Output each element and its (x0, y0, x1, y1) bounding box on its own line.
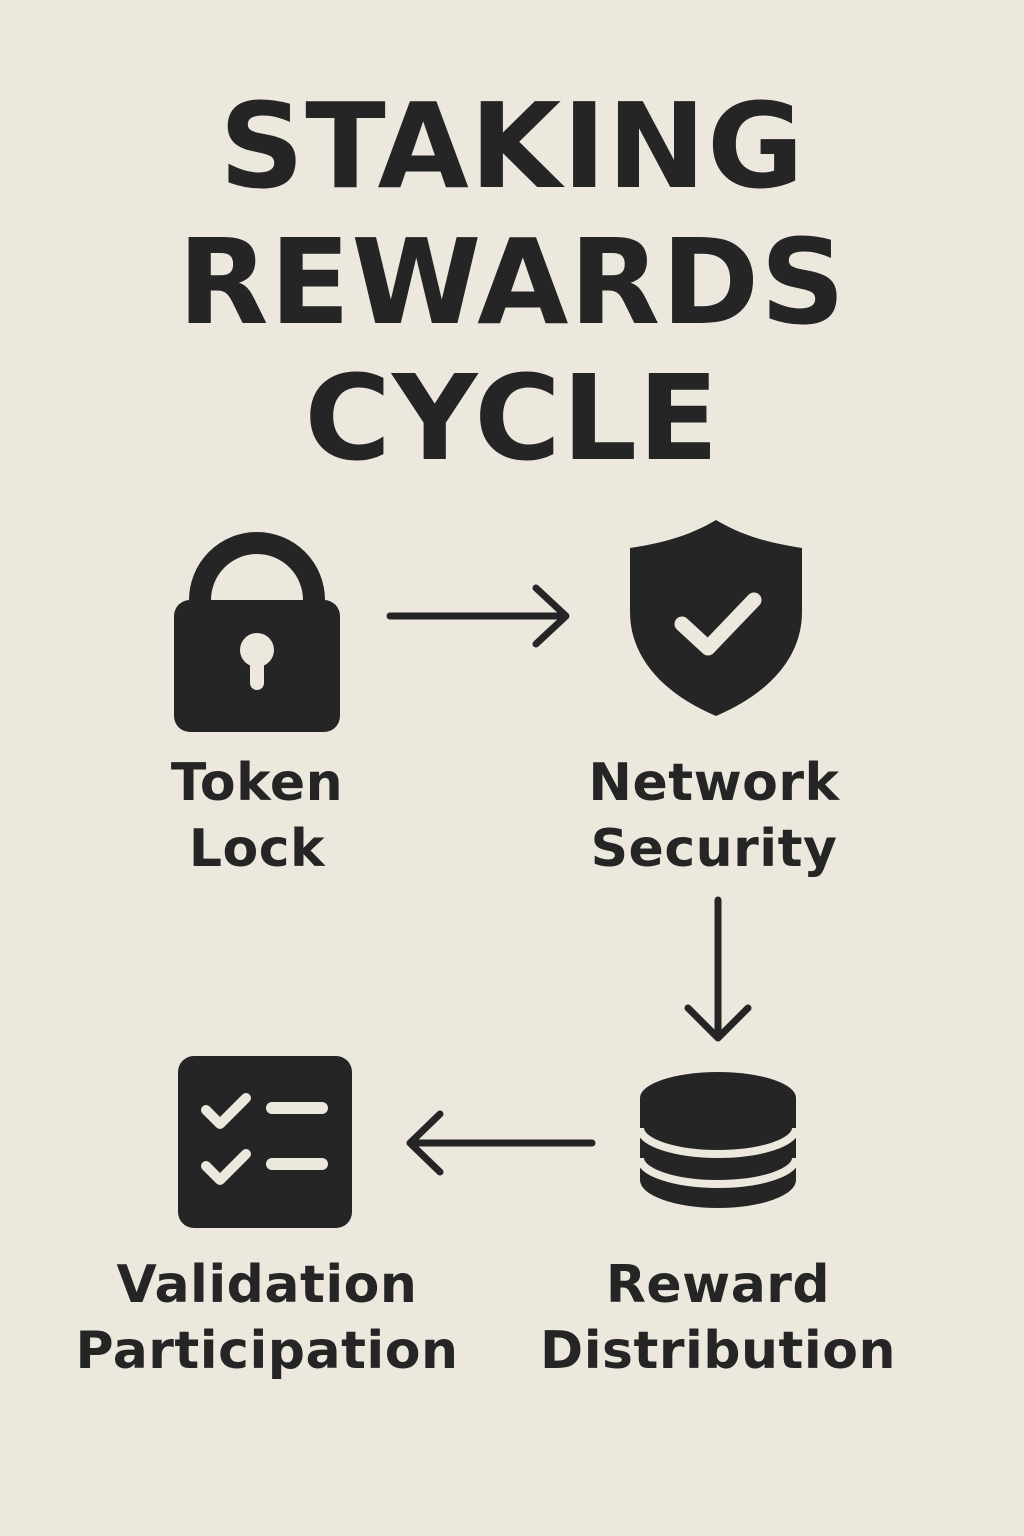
title-line-2: REWARDS (177, 213, 847, 351)
reward-distribution-label-line-2: Distribution (540, 1321, 896, 1381)
arrow-right-icon (386, 584, 570, 648)
token-lock-label-line-2: Lock (188, 819, 326, 879)
token-lock-label-line-1: Token (170, 753, 344, 813)
shield-check-icon (630, 520, 802, 716)
title-line-3: CYCLE (304, 349, 720, 487)
checklist-icon (178, 1056, 352, 1228)
reward-distribution-label-line-1: Reward (605, 1255, 831, 1315)
title-line-1: STAKING (219, 77, 805, 215)
coin-stack-icon (636, 1072, 800, 1208)
node-label-validation-participation: Validation Participation (62, 1252, 472, 1384)
node-label-reward-distribution: Reward Distribution (518, 1252, 918, 1384)
validation-participation-label-line-1: Validation (116, 1255, 418, 1315)
node-label-token-lock: Token Lock (107, 750, 407, 882)
network-security-label-line-2: Security (590, 819, 838, 879)
arrow-left-icon (406, 1110, 596, 1176)
arrow-down-icon (684, 896, 752, 1042)
validation-participation-label-line-2: Participation (75, 1321, 459, 1381)
diagram-title: STAKING REWARDS CYCLE (0, 78, 1024, 486)
lock-icon (174, 532, 340, 732)
network-security-label-line-1: Network (588, 753, 840, 813)
node-label-network-security: Network Security (544, 750, 884, 882)
